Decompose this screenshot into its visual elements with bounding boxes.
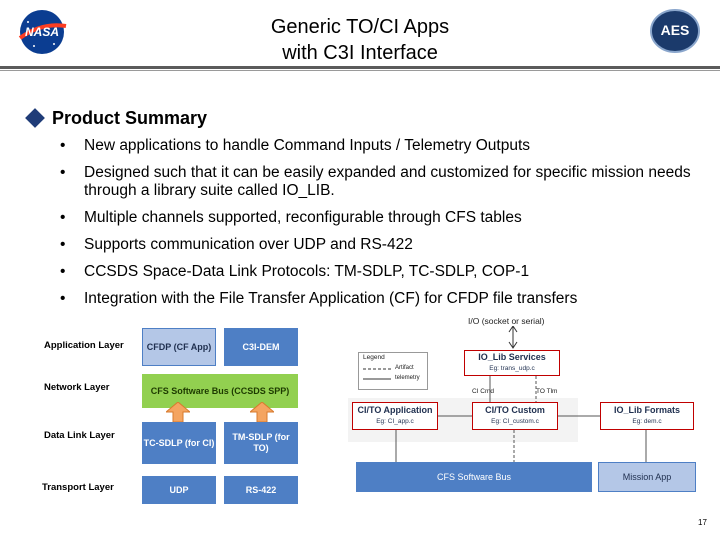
ci-to-custom-example: Eg: CI_custom.c	[491, 418, 539, 425]
aes-logo-text: AES	[660, 22, 690, 38]
software-bus-box: CFS Software Bus (CCSDS SPP)	[142, 374, 298, 408]
diamond-bullet-icon	[25, 108, 45, 128]
section-heading-text: Product Summary	[52, 108, 208, 128]
iolib-services-box: IO_Lib Services Eg: trans_udp.c	[464, 350, 560, 376]
page-number: 17	[698, 518, 707, 527]
nasa-logo: NASA	[14, 8, 70, 56]
header-rule	[0, 66, 720, 69]
layer-label-transport: Transport Layer	[42, 482, 114, 493]
legend-telemetry: telemetry	[395, 375, 420, 381]
mission-app-box: Mission App	[598, 462, 696, 492]
bullet-list: New applications to handle Command Input…	[60, 137, 700, 317]
iolib-services-example: Eg: trans_udp.c	[489, 365, 535, 372]
legend-lines-icon	[363, 368, 391, 380]
io-arrow-icon	[508, 326, 518, 349]
legend-artifact: Artifact	[395, 365, 414, 371]
title-line-2: with C3I Interface	[282, 42, 438, 64]
rs422-box: RS-422	[224, 476, 298, 504]
list-item: Multiple channels supported, reconfigura…	[60, 209, 700, 227]
list-item: CCSDS Space-Data Link Protocols: TM-SDLP…	[60, 263, 700, 281]
cfdp-box: CFDP (CF App)	[142, 328, 216, 366]
up-arrow-icon	[166, 402, 190, 422]
ci-to-application-example: Eg: CI_app.c	[376, 418, 414, 425]
section-heading: Product Summary	[25, 108, 208, 129]
io-label: I/O (socket or serial)	[468, 316, 545, 326]
iolib-formats-box: IO_Lib Formats Eg: dem.c	[600, 402, 694, 430]
ci-to-custom-box: CI/TO Custom Eg: CI_custom.c	[472, 402, 558, 430]
ci-to-application-label: CI/TO Application	[357, 405, 433, 415]
nasa-logo-text: NASA	[24, 25, 59, 39]
iolib-formats-example: Eg: dem.c	[632, 418, 662, 425]
list-item: Supports communication over UDP and RS-4…	[60, 236, 700, 254]
architecture-diagram: I/O (socket or serial) Legend Artifact t…	[340, 314, 710, 494]
slide-title: Generic TO/CI Apps with C3I Interface	[190, 14, 530, 66]
layer-label-network: Network Layer	[44, 382, 110, 393]
list-item: Integration with the File Transfer Appli…	[60, 290, 700, 308]
c3i-dem-box: C3I-DEM	[224, 328, 298, 366]
iolib-services-label: IO_Lib Services	[478, 352, 546, 362]
up-arrow-icon	[250, 402, 274, 422]
tm-sdlp-box: TM-SDLP (for TO)	[224, 422, 298, 464]
layer-label-data-link: Data Link Layer	[44, 430, 115, 441]
udp-box: UDP	[142, 476, 216, 504]
ci-cmd-label: CI Cmd	[472, 388, 495, 395]
list-item: New applications to handle Command Input…	[60, 137, 700, 155]
legend-title: Legend	[363, 354, 385, 361]
layer-diagram: Application Layer Network Layer Data Lin…	[32, 322, 322, 508]
list-item: Designed such that it can be easily expa…	[60, 164, 700, 200]
layer-label-application: Application Layer	[44, 340, 124, 351]
header-rule-thin	[0, 70, 720, 71]
iolib-formats-label: IO_Lib Formats	[613, 405, 680, 415]
connector-lines	[395, 376, 647, 462]
ci-to-application-box: CI/TO Application Eg: CI_app.c	[352, 402, 438, 430]
title-line-1: Generic TO/CI Apps	[270, 16, 450, 38]
aes-logo: AES	[648, 8, 702, 54]
cfs-software-bus-box: CFS Software Bus	[356, 462, 592, 492]
to-tlm-label: TO Tlm	[536, 388, 558, 395]
tc-sdlp-box: TC-SDLP (for CI)	[142, 422, 216, 464]
legend-box: Legend Artifact telemetry	[358, 352, 428, 390]
ci-to-custom-label: CI/TO Custom	[485, 405, 545, 415]
